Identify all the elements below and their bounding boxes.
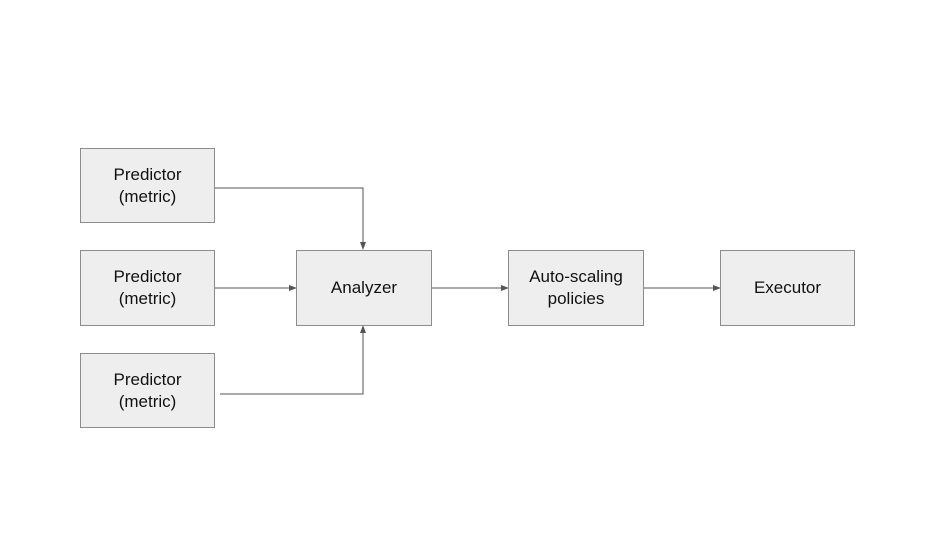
autoscaling-node-line1: Auto-scaling [529,267,623,286]
predictor-node-top: Predictor (metric) [80,148,215,223]
predictor-node-middle-line2: (metric) [118,289,177,308]
predictor-node-bottom-line1: Predictor [113,369,182,389]
predictor-node-bottom: Predictor (metric) [80,353,215,428]
predictor-node-top-line1: Predictor [113,164,182,184]
analyzer-node-label: Analyzer [330,278,398,297]
analyzer-node: Analyzer [296,250,432,326]
predictor-node-bottom-line2: (metric) [118,391,177,411]
autoscaling-node-line2: policies [547,289,605,308]
predictor-node-middle: Predictor (metric) [80,250,215,326]
edge-predictor-bottom-to-analyzer [220,325,366,395]
edge-predictor-top-to-analyzer [215,187,366,250]
predictor-node-middle-line1: Predictor [113,267,182,286]
autoscaling-policies-node: Auto-scaling policies [508,250,644,326]
predictor-node-top-line2: (metric) [118,186,177,206]
executor-node: Executor [720,250,855,326]
executor-node-label: Executor [753,278,822,297]
